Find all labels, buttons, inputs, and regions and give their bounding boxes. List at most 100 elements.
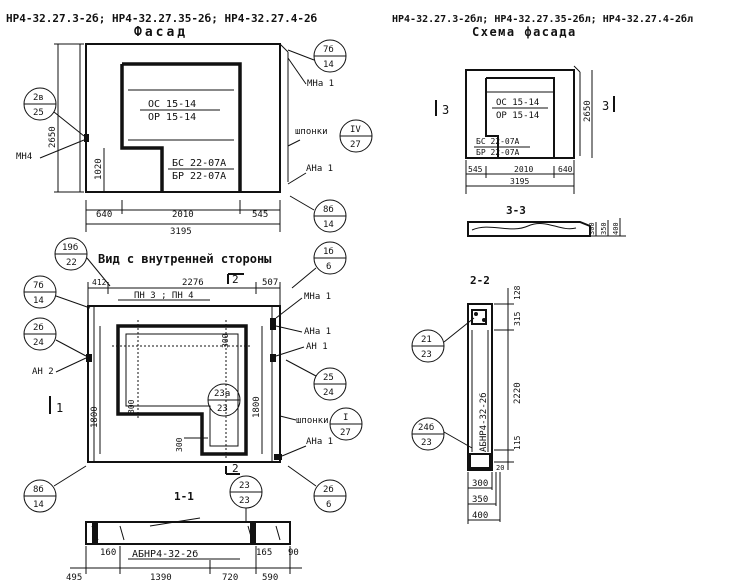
- facade-scheme-heading: Схема фасада: [472, 25, 577, 39]
- callout-24b-23: 24б 23: [411, 417, 473, 451]
- dim-300-b: 300: [127, 399, 136, 414]
- s33-dim-350: 350: [600, 222, 608, 235]
- callout-21-23: 21 23: [411, 317, 475, 363]
- scheme-dim-2010: 2010: [514, 165, 533, 174]
- svg-text:8б: 8б: [33, 484, 44, 495]
- facade-view: ОС 15-14 ОР 15-14 БС 22-07А БР 22-07А 26…: [16, 43, 334, 237]
- scheme-panel-outline: [465, 69, 575, 159]
- svg-text:22: 22: [66, 258, 77, 268]
- scheme-cut-3-left: 3: [442, 103, 449, 117]
- ana1-label: АНа 1: [306, 164, 333, 174]
- svg-text:6: 6: [326, 500, 331, 510]
- dim-300-c: 300: [175, 437, 184, 452]
- callout-2b-24: 2б 24: [23, 317, 87, 357]
- dim-640: 640: [96, 210, 112, 220]
- section-2-2-heading: 2-2: [470, 274, 490, 287]
- dim-165: 165: [256, 548, 272, 558]
- mna1-label: МНа 1: [307, 79, 334, 89]
- svg-text:I: I: [343, 413, 348, 423]
- svg-text:23: 23: [239, 481, 250, 491]
- mn4-label: МН4: [16, 152, 32, 162]
- mn4-insert: [84, 134, 89, 142]
- dim-300-a: 300: [221, 333, 230, 348]
- svg-text:2б: 2б: [323, 484, 334, 495]
- scheme-cut-3-right: 3: [602, 99, 609, 113]
- scheme-window-top: ОС 15-14: [496, 98, 539, 108]
- facade-height-dim: 2650: [48, 126, 58, 148]
- facade-scheme: ОС 15-14 ОР 15-14 БС 22-07А БР 22-07А 26…: [435, 65, 615, 194]
- callout-8b-14-bottom: 8б 14: [23, 465, 87, 513]
- svg-text:14: 14: [323, 60, 334, 70]
- s22-dim-2220: 2220: [513, 382, 523, 404]
- facade-panel-outline: [85, 43, 281, 193]
- cut-2-bottom: 2: [232, 462, 239, 475]
- svg-text:14: 14: [323, 220, 334, 230]
- section-1-1-label: АБНР4-32-2б: [132, 548, 198, 560]
- callout-7b-14-top: 7б 14: [287, 39, 347, 73]
- scheme-dim-3195: 3195: [510, 177, 529, 186]
- scheme-dim-545: 545: [468, 165, 483, 174]
- window-mark-bottom: ОР 15-14: [148, 112, 196, 123]
- svg-text:14: 14: [33, 500, 44, 510]
- shponki-inner-label: шпонки: [296, 416, 329, 426]
- door-mark-top: БС 22-07А: [172, 158, 226, 169]
- section-1-1: АБНР4-32-2б 160 165 90 495 1390 720 590: [66, 517, 302, 583]
- s33-dim-300: 300: [588, 222, 596, 235]
- svg-text:6: 6: [326, 262, 331, 272]
- cut-2-top: 2: [232, 273, 239, 286]
- callout-25-24: 25 24: [285, 359, 347, 401]
- callout-19b-22: 19б 22: [54, 237, 111, 287]
- callout-2b-6: 2б 6: [287, 465, 347, 513]
- ana1-inner-label-a: АНа 1: [304, 327, 331, 337]
- svg-text:2б: 2б: [33, 322, 44, 333]
- left-sheet-title: НР4-32.27.3-2б; НР4-32.27.35-2б; НР4-32.…: [6, 12, 318, 25]
- svg-text:27: 27: [350, 140, 361, 150]
- s33-dim-400: 400: [612, 222, 620, 235]
- facade-opening: [120, 62, 242, 192]
- facade-heading: Фасад: [134, 25, 188, 40]
- an2-label: АН 2: [32, 367, 54, 377]
- callout-i-27: I 27: [329, 407, 363, 441]
- svg-text:2в: 2в: [33, 93, 44, 103]
- s22-dim-315: 315: [513, 311, 522, 326]
- pn-label: ПН 3 ; ПН 4: [134, 291, 194, 301]
- svg-text:27: 27: [340, 428, 351, 438]
- an1-label: АН 1: [306, 342, 328, 352]
- scheme-door-top: БС 22-07А: [476, 137, 520, 146]
- dim-2010: 2010: [172, 210, 194, 220]
- svg-text:23: 23: [421, 350, 432, 360]
- section-2-2-outline: [467, 303, 493, 471]
- svg-text:14: 14: [33, 296, 44, 306]
- svg-text:23: 23: [239, 496, 250, 506]
- door-mark-bottom: БР 22-07А: [172, 171, 226, 182]
- ana1-inner-label-b: АНа 1: [306, 437, 333, 447]
- s22-dim-300: 300: [472, 479, 488, 489]
- callout-8b-14-top: 8б 14: [289, 195, 347, 233]
- callout-7b-14-mid: 7б 14: [23, 275, 91, 309]
- cut-1-left: 1: [56, 401, 63, 415]
- s22-dim-115: 115: [513, 435, 522, 450]
- inner-opening: [116, 324, 248, 456]
- svg-text:23а: 23а: [214, 389, 230, 399]
- svg-text:24: 24: [33, 338, 44, 348]
- callout-23a-23: 23а 23: [207, 383, 241, 417]
- svg-text:IV: IV: [350, 125, 361, 135]
- dim-412: 412: [92, 278, 107, 287]
- svg-text:7б: 7б: [33, 280, 44, 291]
- dim-1390: 1390: [150, 573, 172, 583]
- ana1-insert: [274, 454, 282, 460]
- svg-text:24: 24: [323, 388, 334, 398]
- section-1-1-heading: 1-1: [174, 490, 194, 503]
- svg-text:25: 25: [33, 108, 44, 118]
- mna1-insert: [270, 318, 276, 330]
- scheme-window-bottom: ОР 15-14: [496, 111, 539, 121]
- svg-text:25: 25: [323, 373, 334, 383]
- section-2-2: АБНР4-32-2б 128 315 2220 115 20 300 350 …: [467, 285, 523, 524]
- dim-590: 590: [262, 573, 278, 583]
- scheme-door-bottom: БР 22-07А: [476, 148, 520, 157]
- dim-160: 160: [100, 548, 116, 558]
- svg-text:7б: 7б: [323, 44, 334, 55]
- section-3-3: 300 350 400: [467, 218, 626, 237]
- dim-495: 495: [66, 573, 82, 583]
